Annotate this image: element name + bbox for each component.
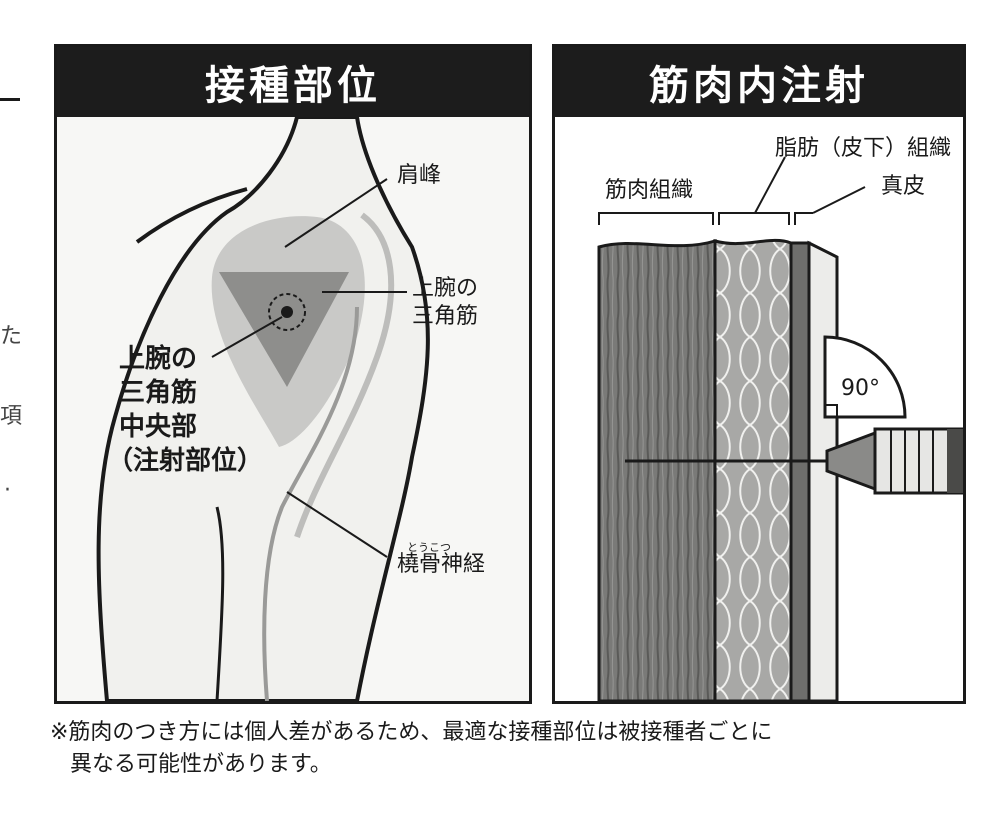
muscle-layer bbox=[597, 238, 717, 701]
leader-fat bbox=[754, 156, 786, 214]
intramuscular-title: 筋肉内注射 bbox=[555, 47, 963, 117]
arm-illustration bbox=[96, 117, 430, 701]
bracket-dermis bbox=[794, 212, 813, 225]
injection-target-dot bbox=[281, 306, 293, 318]
label-deltoid-line1: 上腕の bbox=[412, 276, 479, 301]
label-site-line4: （注射部位） bbox=[107, 446, 264, 476]
injection-target-ring bbox=[268, 293, 306, 331]
armpit-line bbox=[215, 506, 225, 701]
edge-char-3: · bbox=[4, 478, 11, 503]
intramuscular-panel: 筋肉内注射 bbox=[552, 44, 966, 704]
edge-char-1: た bbox=[0, 324, 23, 349]
leader-dermis bbox=[812, 186, 866, 214]
edge-rule bbox=[0, 98, 20, 101]
label-deltoid-line2: 三角筋 bbox=[412, 304, 479, 329]
footnote-line1: ※筋肉のつき方には個人差があるため、最適な接種部位は被接種者ごとに bbox=[50, 720, 773, 745]
right-angle-mark bbox=[824, 404, 838, 418]
label-site-line1: 上腕の bbox=[119, 344, 198, 374]
radial-nerve bbox=[262, 306, 359, 701]
fat-layer bbox=[713, 238, 793, 701]
injection-site-panel: 接種部位 肩峰 上腕の 三角筋 上腕の 三角筋 中央部 （注射部位） とうこつ … bbox=[54, 44, 532, 704]
tissue-cross-section bbox=[597, 156, 963, 701]
bracket-fat bbox=[718, 212, 790, 225]
leader-acromion bbox=[284, 178, 388, 248]
angle-arc bbox=[823, 335, 907, 419]
label-nerve: 橈骨神経 bbox=[397, 552, 486, 577]
bracket-muscle bbox=[598, 212, 714, 225]
label-acromion: 肩峰 bbox=[397, 163, 442, 188]
deltoid-rim bbox=[294, 212, 395, 538]
leader-nerve bbox=[286, 491, 388, 558]
label-site-line2: 三角筋 bbox=[119, 378, 198, 408]
label-dermis: 真皮 bbox=[881, 174, 926, 199]
edge-char-2: 項 bbox=[0, 404, 23, 429]
label-nerve-ruby: とうこつ bbox=[407, 541, 451, 554]
label-muscle-tissue: 筋肉組織 bbox=[605, 178, 694, 203]
injection-site-title: 接種部位 bbox=[57, 47, 529, 117]
footnote-line2: 異なる可能性があります。 bbox=[70, 752, 332, 777]
leader-site bbox=[211, 316, 283, 358]
dermis-layer bbox=[789, 241, 811, 701]
label-fat-tissue: 脂肪（皮下）組織 bbox=[775, 136, 952, 161]
label-angle: 90° bbox=[841, 376, 880, 401]
label-site-line3: 中央部 bbox=[119, 412, 198, 442]
shoulder-line bbox=[135, 187, 248, 244]
